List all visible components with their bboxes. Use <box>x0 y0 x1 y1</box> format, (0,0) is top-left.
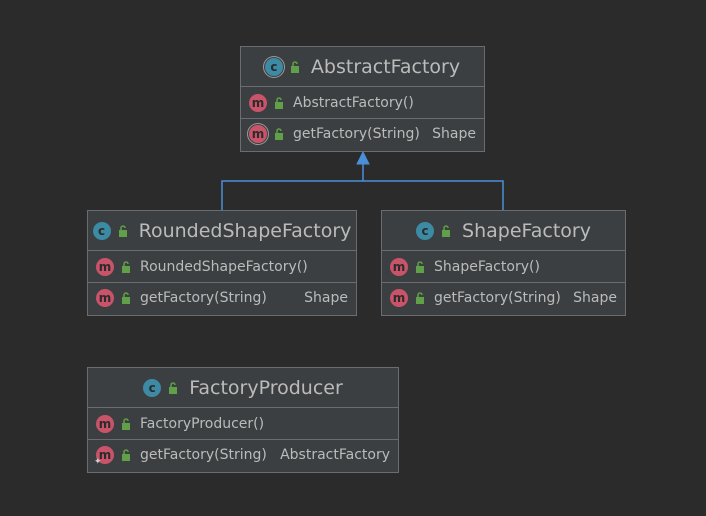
class-title: FactoryProducer <box>189 376 343 399</box>
member-name: getFactory(String) <box>293 126 420 142</box>
method-icon: m <box>96 446 114 464</box>
class-box-abstract-factory[interactable]: c AbstractFactory m AbstractFactory() m … <box>240 46 485 152</box>
class-title: RoundedShapeFactory <box>138 219 352 242</box>
public-lock-icon <box>122 260 130 273</box>
member-name: FactoryProducer() <box>140 415 265 432</box>
class-box-rounded-shape-factory[interactable]: c RoundedShapeFactory m RoundedShapeFact… <box>87 210 357 316</box>
static-modifier-icon: ✦ <box>94 457 102 467</box>
abstract-class-icon: c <box>264 57 283 76</box>
public-lock-icon <box>416 292 424 304</box>
method-icon: m <box>390 257 408 276</box>
class-header: c ShapeFactory <box>382 211 625 251</box>
public-lock-icon <box>275 96 283 109</box>
inheritance-line-shape-factory <box>363 180 504 210</box>
class-icon: c <box>416 221 435 240</box>
member-name: ShapeFactory() <box>434 258 540 275</box>
public-lock-icon <box>122 292 130 304</box>
public-lock-icon <box>275 128 283 140</box>
class-header: c FactoryProducer <box>88 368 398 408</box>
constructor-row[interactable]: m RoundedShapeFactory() <box>88 251 356 282</box>
class-icon: c <box>143 378 162 397</box>
member-return-type: Shape <box>573 290 617 306</box>
inheritance-arrowhead <box>356 150 370 165</box>
public-lock-icon <box>122 449 130 461</box>
method-row[interactable]: m getFactory(String) Shape <box>241 118 484 149</box>
class-title: AbstractFactory <box>310 55 461 78</box>
class-box-shape-factory[interactable]: c ShapeFactory m ShapeFactory() m getFac… <box>381 210 626 316</box>
public-lock-icon <box>416 260 424 273</box>
class-box-factory-producer[interactable]: c FactoryProducer m FactoryProducer() m … <box>87 367 399 473</box>
method-row[interactable]: m ✦ getFactory(String) AbstractFactory <box>88 439 398 470</box>
class-title: ShapeFactory <box>462 219 591 242</box>
class-header: c AbstractFactory <box>241 47 484 87</box>
class-header: c RoundedShapeFactory <box>88 211 356 251</box>
method-icon: m <box>96 414 114 433</box>
constructor-row[interactable]: m ShapeFactory() <box>382 251 625 282</box>
public-lock-icon <box>290 60 299 73</box>
public-lock-icon <box>442 224 451 237</box>
method-row[interactable]: m getFactory(String) Shape <box>88 282 356 313</box>
member-name: RoundedShapeFactory() <box>140 258 308 275</box>
member-name: getFactory(String) <box>434 290 561 306</box>
abstract-method-icon: m <box>249 125 267 143</box>
method-icon: m <box>249 93 267 112</box>
member-name: getFactory(String) <box>140 447 267 463</box>
method-icon: m <box>96 257 114 276</box>
method-row[interactable]: m getFactory(String) Shape <box>382 282 625 313</box>
inheritance-line-rounded-shape-factory <box>221 180 363 210</box>
public-lock-icon <box>118 224 127 237</box>
constructor-row[interactable]: m FactoryProducer() <box>88 408 398 439</box>
method-icon: m <box>96 289 114 307</box>
member-return-type: Shape <box>304 290 348 306</box>
constructor-row[interactable]: m AbstractFactory() <box>241 87 484 118</box>
public-lock-icon <box>169 381 178 394</box>
member-name: AbstractFactory() <box>293 94 414 111</box>
method-icon: m <box>390 289 408 307</box>
public-lock-icon <box>122 417 130 430</box>
member-name: getFactory(String) <box>140 290 267 306</box>
class-icon: c <box>92 221 111 240</box>
member-return-type: AbstractFactory <box>280 447 390 463</box>
member-return-type: Shape <box>432 126 476 142</box>
